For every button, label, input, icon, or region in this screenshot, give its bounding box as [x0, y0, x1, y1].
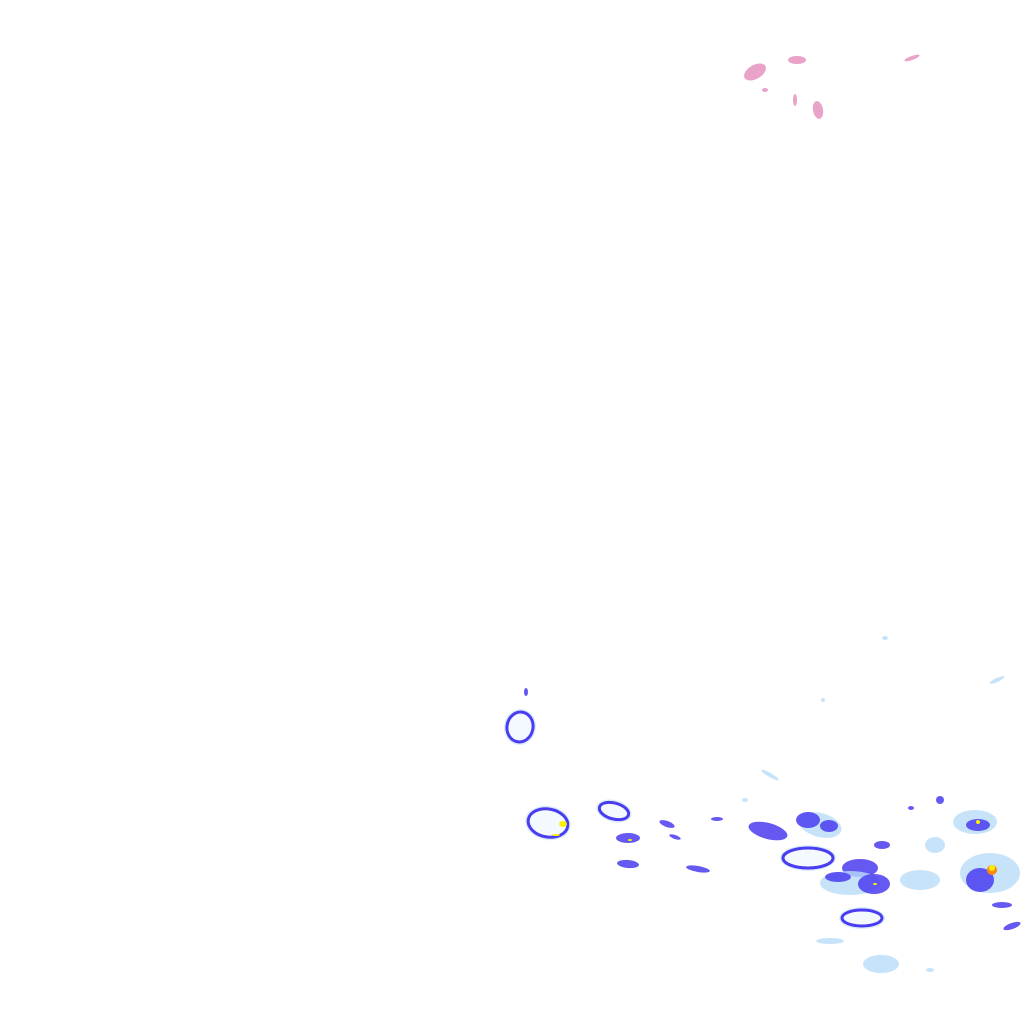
- mixed-precip-cell: [762, 88, 768, 92]
- light-rain-cell: [925, 837, 945, 853]
- heavy-rain-cell: [976, 820, 980, 824]
- moderate-rain-cell: [992, 902, 1012, 908]
- moderate-rain-cell: [616, 833, 640, 843]
- moderate-rain-cell: [966, 819, 990, 831]
- heavy-rain-cell: [989, 865, 995, 871]
- moderate-rain-ring: [505, 710, 535, 744]
- moderate-rain-cell: [908, 806, 914, 810]
- moderate-rain-cell: [524, 688, 528, 696]
- moderate-rain-ring: [840, 908, 884, 928]
- light-rain-cell: [821, 698, 825, 702]
- moderate-rain-ring: [526, 807, 570, 839]
- moderate-rain-cell: [966, 868, 994, 892]
- light-rain-cell: [742, 798, 748, 802]
- moderate-rain-cell: [796, 812, 820, 828]
- light-rain-cell: [882, 636, 888, 640]
- moderate-rain-cell: [659, 820, 675, 828]
- moderate-rain-cell: [669, 834, 681, 840]
- moderate-rain-cell: [825, 872, 851, 882]
- moderate-rain-cell: [820, 820, 838, 832]
- mixed-precip-cell: [788, 56, 806, 64]
- moderate-rain-cell: [874, 841, 890, 849]
- heavy-rain-cell: [559, 821, 567, 827]
- mixed-precip-cell: [744, 63, 766, 81]
- mixed-precip-cell: [812, 101, 824, 119]
- moderate-rain-cell: [711, 817, 723, 821]
- moderate-rain-cell: [748, 821, 788, 841]
- moderate-rain-cell: [1003, 921, 1021, 931]
- moderate-rain-cell: [686, 865, 710, 873]
- light-rain-cell: [816, 938, 844, 944]
- heavy-rain-cell: [552, 834, 560, 836]
- light-rain-cell: [863, 955, 899, 973]
- heavy-rain-cell: [873, 883, 877, 885]
- mixed-precip-cell: [793, 94, 797, 106]
- heavy-rain-cell: [628, 839, 632, 841]
- moderate-rain-cell: [936, 796, 944, 804]
- light-rain-cell: [761, 769, 779, 781]
- moderate-rain-ring: [781, 846, 835, 870]
- light-rain-cell: [989, 676, 1005, 684]
- light-rain-cell: [926, 968, 934, 972]
- moderate-rain-ring: [597, 800, 631, 822]
- mixed-precip-cell: [904, 54, 920, 62]
- moderate-rain-cell: [617, 859, 639, 869]
- light-rain-cell: [900, 870, 940, 890]
